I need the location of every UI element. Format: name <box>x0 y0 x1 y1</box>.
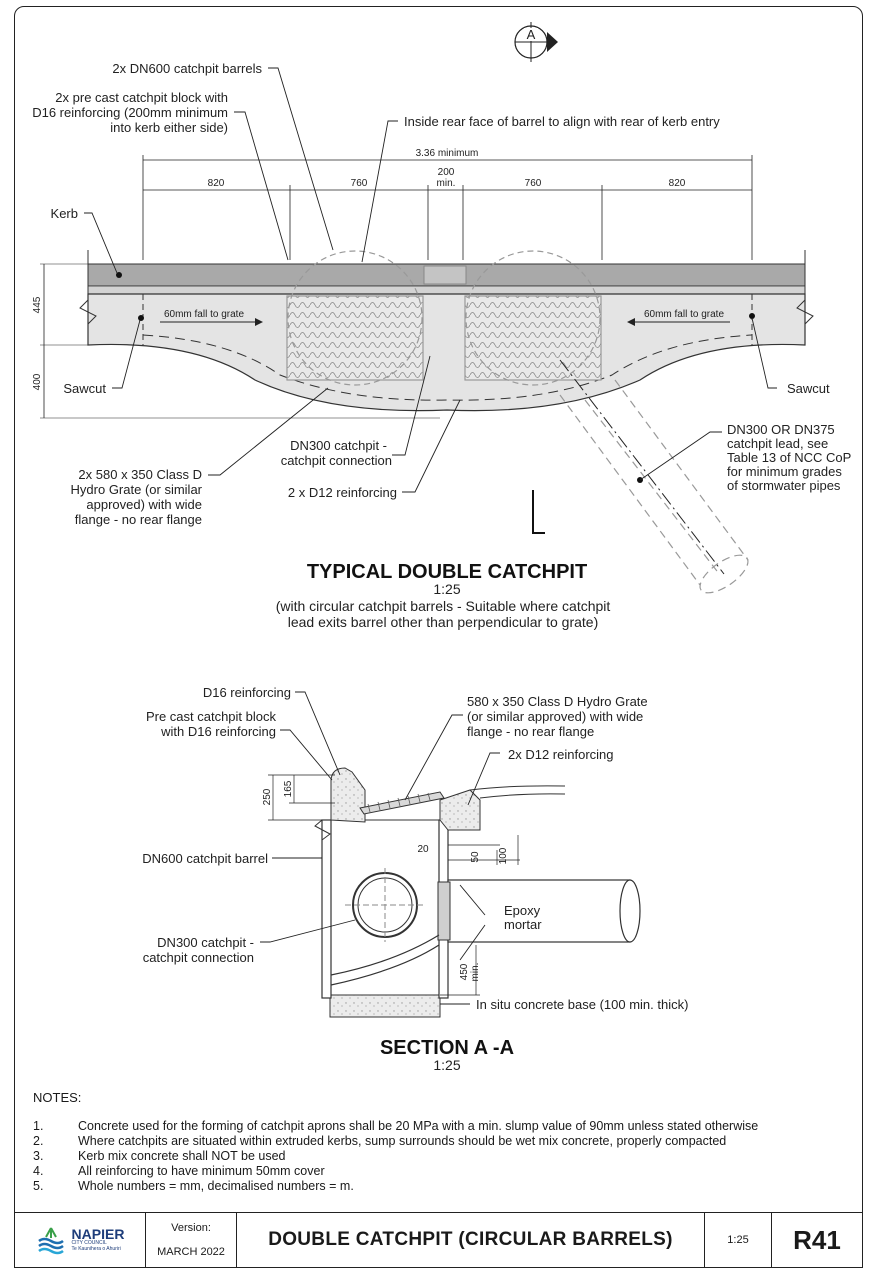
label-grate-2: (or similar approved) with wide <box>467 709 643 724</box>
council-logo: NAPIER CITY COUNCIL Te Kaunihera o Ahuri… <box>15 1213 146 1267</box>
plan-view: 3.36 minimum 820 760 200 min. 760 820 <box>32 61 851 630</box>
label-block-2: D16 reinforcing (200mm minimum <box>32 105 228 120</box>
section-scale: 1:25 <box>433 1057 460 1073</box>
drawing-scale: 1:25 <box>705 1213 772 1267</box>
label-block-3: into kerb either side) <box>110 120 228 135</box>
dim-200-min: min. <box>437 178 456 189</box>
version-label: Version: <box>171 1222 211 1234</box>
drawing-code: R41 <box>793 1224 841 1255</box>
dim-165: 165 <box>283 780 294 797</box>
section-marker: A <box>514 22 558 62</box>
label-block-2: with D16 reinforcing <box>160 724 276 739</box>
dim-400: 400 <box>32 373 43 390</box>
version-value: MARCH 2022 <box>157 1246 225 1258</box>
label-connection-1: DN300 catchpit - <box>290 438 387 453</box>
dim-200: 200 <box>438 167 455 178</box>
version-cell: Version: MARCH 2022 <box>146 1213 237 1267</box>
drawing-title: DOUBLE CATCHPIT (CIRCULAR BARRELS) <box>237 1213 705 1267</box>
plan-title: TYPICAL DOUBLE CATCHPIT <box>307 561 587 583</box>
section-marker-label: A <box>527 27 536 42</box>
label-lead-1: DN300 OR DN375 <box>727 422 835 437</box>
label-lead-5: of stormwater pipes <box>727 478 841 493</box>
label-lead-4: for minimum grades <box>727 464 842 479</box>
note-item: 2.Where catchpits are situated within ex… <box>33 1134 727 1148</box>
dim-450-min: min. <box>470 963 481 982</box>
label-lead-3: Table 13 of NCC CoP <box>727 450 851 465</box>
plan-scale: 1:25 <box>433 581 460 597</box>
dim-50: 50 <box>470 851 481 863</box>
dim-100: 100 <box>498 847 509 864</box>
note-item: 3.Kerb mix concrete shall NOT be used <box>33 1149 286 1163</box>
label-sawcut-right: Sawcut <box>787 381 830 396</box>
label-barrels: 2x DN600 catchpit barrels <box>112 61 262 76</box>
brand-sub: CITY COUNCIL <box>71 1240 107 1246</box>
dim-20: 20 <box>417 844 429 855</box>
label-connection-1: DN300 catchpit - <box>157 935 254 950</box>
note-item: 5.Whole numbers = mm, decimalised number… <box>33 1179 354 1193</box>
dim-445: 445 <box>32 296 43 313</box>
notes: NOTES: 1.Concrete used for the forming o… <box>33 1090 758 1194</box>
label-lead-2: catchpit lead, see <box>727 436 828 451</box>
label-grate-3: flange - no rear flange <box>467 724 594 739</box>
label-inside-face: Inside rear face of barrel to align with… <box>404 114 720 129</box>
note-item: 1.Concrete used for the forming of catch… <box>33 1119 759 1133</box>
label-base: In situ concrete base (100 min. thick) <box>476 997 688 1012</box>
label-sawcut-left: Sawcut <box>63 381 106 396</box>
dim-overall: 3.36 minimum <box>416 148 479 159</box>
label-grate-3: approved) with wide <box>86 497 202 512</box>
label-d16: D16 reinforcing <box>203 685 291 700</box>
label-reinforcing: 2 x D12 reinforcing <box>288 485 397 500</box>
label-grate-1: 2x 580 x 350 Class D <box>78 467 202 482</box>
brand-name: NAPIER <box>71 1226 125 1242</box>
dim-760-right: 760 <box>525 178 542 189</box>
label-block-1: Pre cast catchpit block <box>146 709 277 724</box>
label-kerb: Kerb <box>51 206 78 221</box>
label-block-1: 2x pre cast catchpit block with <box>55 90 228 105</box>
title-block: NAPIER CITY COUNCIL Te Kaunihera o Ahuri… <box>14 1212 863 1268</box>
wave-icon <box>37 1227 64 1255</box>
dim-820-left: 820 <box>208 178 225 189</box>
dim-760-left: 760 <box>351 178 368 189</box>
section-view: 250 165 20 50 100 450 min. D16 reinforci… <box>142 685 688 1073</box>
fall-label-left: 60mm fall to grate <box>164 309 244 320</box>
plan-caption-1: (with circular catchpit barrels - Suitab… <box>276 598 611 614</box>
label-grate-1: 580 x 350 Class D Hydro Grate <box>467 694 648 709</box>
label-connection-2: catchpit connection <box>281 453 392 468</box>
dim-450: 450 <box>459 963 470 980</box>
brand-tag: Te Kaunihera o Ahuriri <box>71 1246 121 1252</box>
note-item: 4.All reinforcing to have minimum 50mm c… <box>33 1164 325 1178</box>
label-epoxy-1: Epoxy <box>504 903 541 918</box>
notes-heading: NOTES: <box>33 1090 82 1105</box>
label-connection-2: catchpit connection <box>143 950 254 965</box>
label-grate-4: flange - no rear flange <box>75 512 202 527</box>
dim-250: 250 <box>262 788 273 805</box>
label-reinforcing: 2x D12 reinforcing <box>508 747 614 762</box>
dim-820-right: 820 <box>669 178 686 189</box>
label-grate-2: Hydro Grate (or similar <box>71 482 203 497</box>
label-barrel: DN600 catchpit barrel <box>142 851 268 866</box>
plan-caption-2: lead exits barrel other than perpendicul… <box>288 614 599 630</box>
fall-label-right: 60mm fall to grate <box>644 309 724 320</box>
section-title: SECTION A -A <box>380 1037 514 1059</box>
label-epoxy-2: mortar <box>504 917 542 932</box>
